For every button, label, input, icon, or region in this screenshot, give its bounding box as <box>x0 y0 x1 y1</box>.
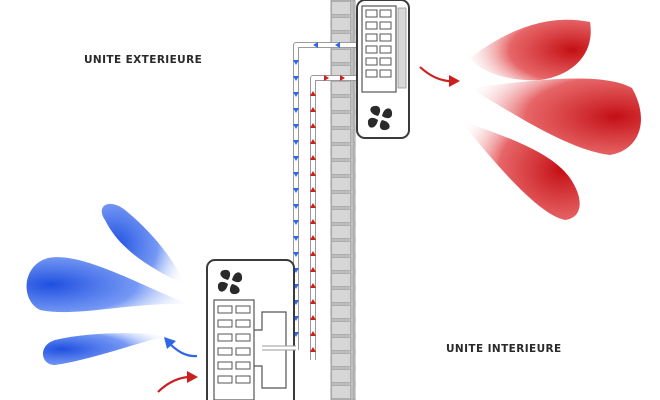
cold-flow-marker <box>293 92 299 97</box>
hot-flow-marker <box>310 123 316 128</box>
hot-flow-marker <box>310 235 316 240</box>
cold-flow-marker <box>293 60 299 65</box>
hot-flow-marker <box>340 75 345 81</box>
cold-flow-marker <box>293 204 299 209</box>
cold-pipe-arrows <box>293 42 340 337</box>
hot-flow-marker <box>310 299 316 304</box>
hot-flow-marker <box>310 331 316 336</box>
hot-flow-marker <box>310 347 316 352</box>
cold-flow-marker <box>293 140 299 145</box>
cold-flow-marker <box>293 188 299 193</box>
hot-flow-marker <box>310 203 316 208</box>
cold-air-arrow <box>168 342 198 358</box>
cold-air-flow <box>26 203 191 365</box>
hot-flow-marker <box>310 315 316 320</box>
cold-flow-marker <box>293 220 299 225</box>
outdoor-unit-label: UNITE EXTERIEURE <box>84 54 203 66</box>
hot-flow-marker <box>310 91 316 96</box>
indoor-unit-label: UNITE INTERIEURE <box>446 343 562 355</box>
cold-flow-marker <box>293 156 299 161</box>
hot-flow-marker <box>310 283 316 288</box>
outdoor-unit <box>206 259 296 400</box>
cold-flow-marker <box>293 108 299 113</box>
fan-icon <box>216 268 244 296</box>
fan-icon <box>366 104 394 132</box>
cold-flow-marker <box>293 124 299 129</box>
hot-flow-marker <box>310 171 316 176</box>
brick-wall <box>330 0 356 400</box>
cold-flow-marker <box>293 172 299 177</box>
incoming-air-arrow <box>157 375 191 393</box>
hot-flow-marker <box>324 75 329 81</box>
hot-flow-marker <box>310 107 316 112</box>
hot-flow-marker <box>310 267 316 272</box>
hot-flow-marker <box>310 219 316 224</box>
hot-flow-marker <box>310 139 316 144</box>
cold-flow-marker <box>293 76 299 81</box>
hot-flow-marker <box>310 187 316 192</box>
indoor-coil <box>365 9 392 78</box>
hot-air-flow <box>460 19 641 220</box>
hot-flow-marker <box>310 251 316 256</box>
cold-flow-marker <box>293 236 299 241</box>
cold-flow-marker <box>313 42 318 48</box>
outdoor-coil <box>217 305 251 384</box>
cold-flow-marker <box>335 42 340 48</box>
hot-flow-marker <box>310 155 316 160</box>
indoor-unit <box>356 0 410 139</box>
cold-flow-marker <box>293 252 299 257</box>
hot-pipe-arrows <box>310 75 345 352</box>
